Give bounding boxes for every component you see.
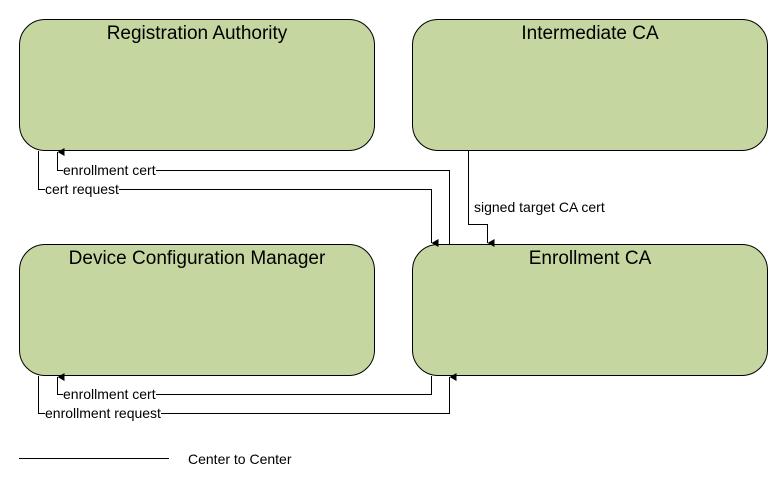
registration-authority-node: Registration Authority [19, 19, 375, 151]
intermediate-ca-title: Intermediate CA [521, 23, 659, 44]
registration-authority-title: Registration Authority [106, 23, 288, 44]
device-configuration-manager-title: Device Configuration Manager [68, 248, 326, 269]
ica-signed-cert-line [468, 151, 495, 247]
legend-center-to-center: Center to Center [188, 451, 292, 467]
dcm-enrollment-request-line [38, 373, 457, 414]
dcm-enrollment-request-label: enrollment request [45, 405, 161, 421]
enrollment-ca-title: Enrollment CA [528, 248, 652, 269]
dcm-enrollment-cert-label: enrollment cert [63, 386, 156, 402]
intermediate-ca-node: Intermediate CA [412, 19, 768, 151]
ra-cert-request-label: cert request [45, 181, 119, 197]
ra-enrollment-cert-line [57, 148, 450, 244]
device-configuration-manager-node: Device Configuration Manager [19, 244, 375, 376]
dcm-enrollment-cert-line [57, 373, 432, 395]
ra-cert-request-line [38, 151, 439, 247]
enrollment-ca-node: Enrollment CA [412, 244, 768, 376]
ica-signed-cert-label: signed target CA cert [474, 199, 605, 215]
ra-enrollment-cert-label: enrollment cert [63, 162, 156, 178]
